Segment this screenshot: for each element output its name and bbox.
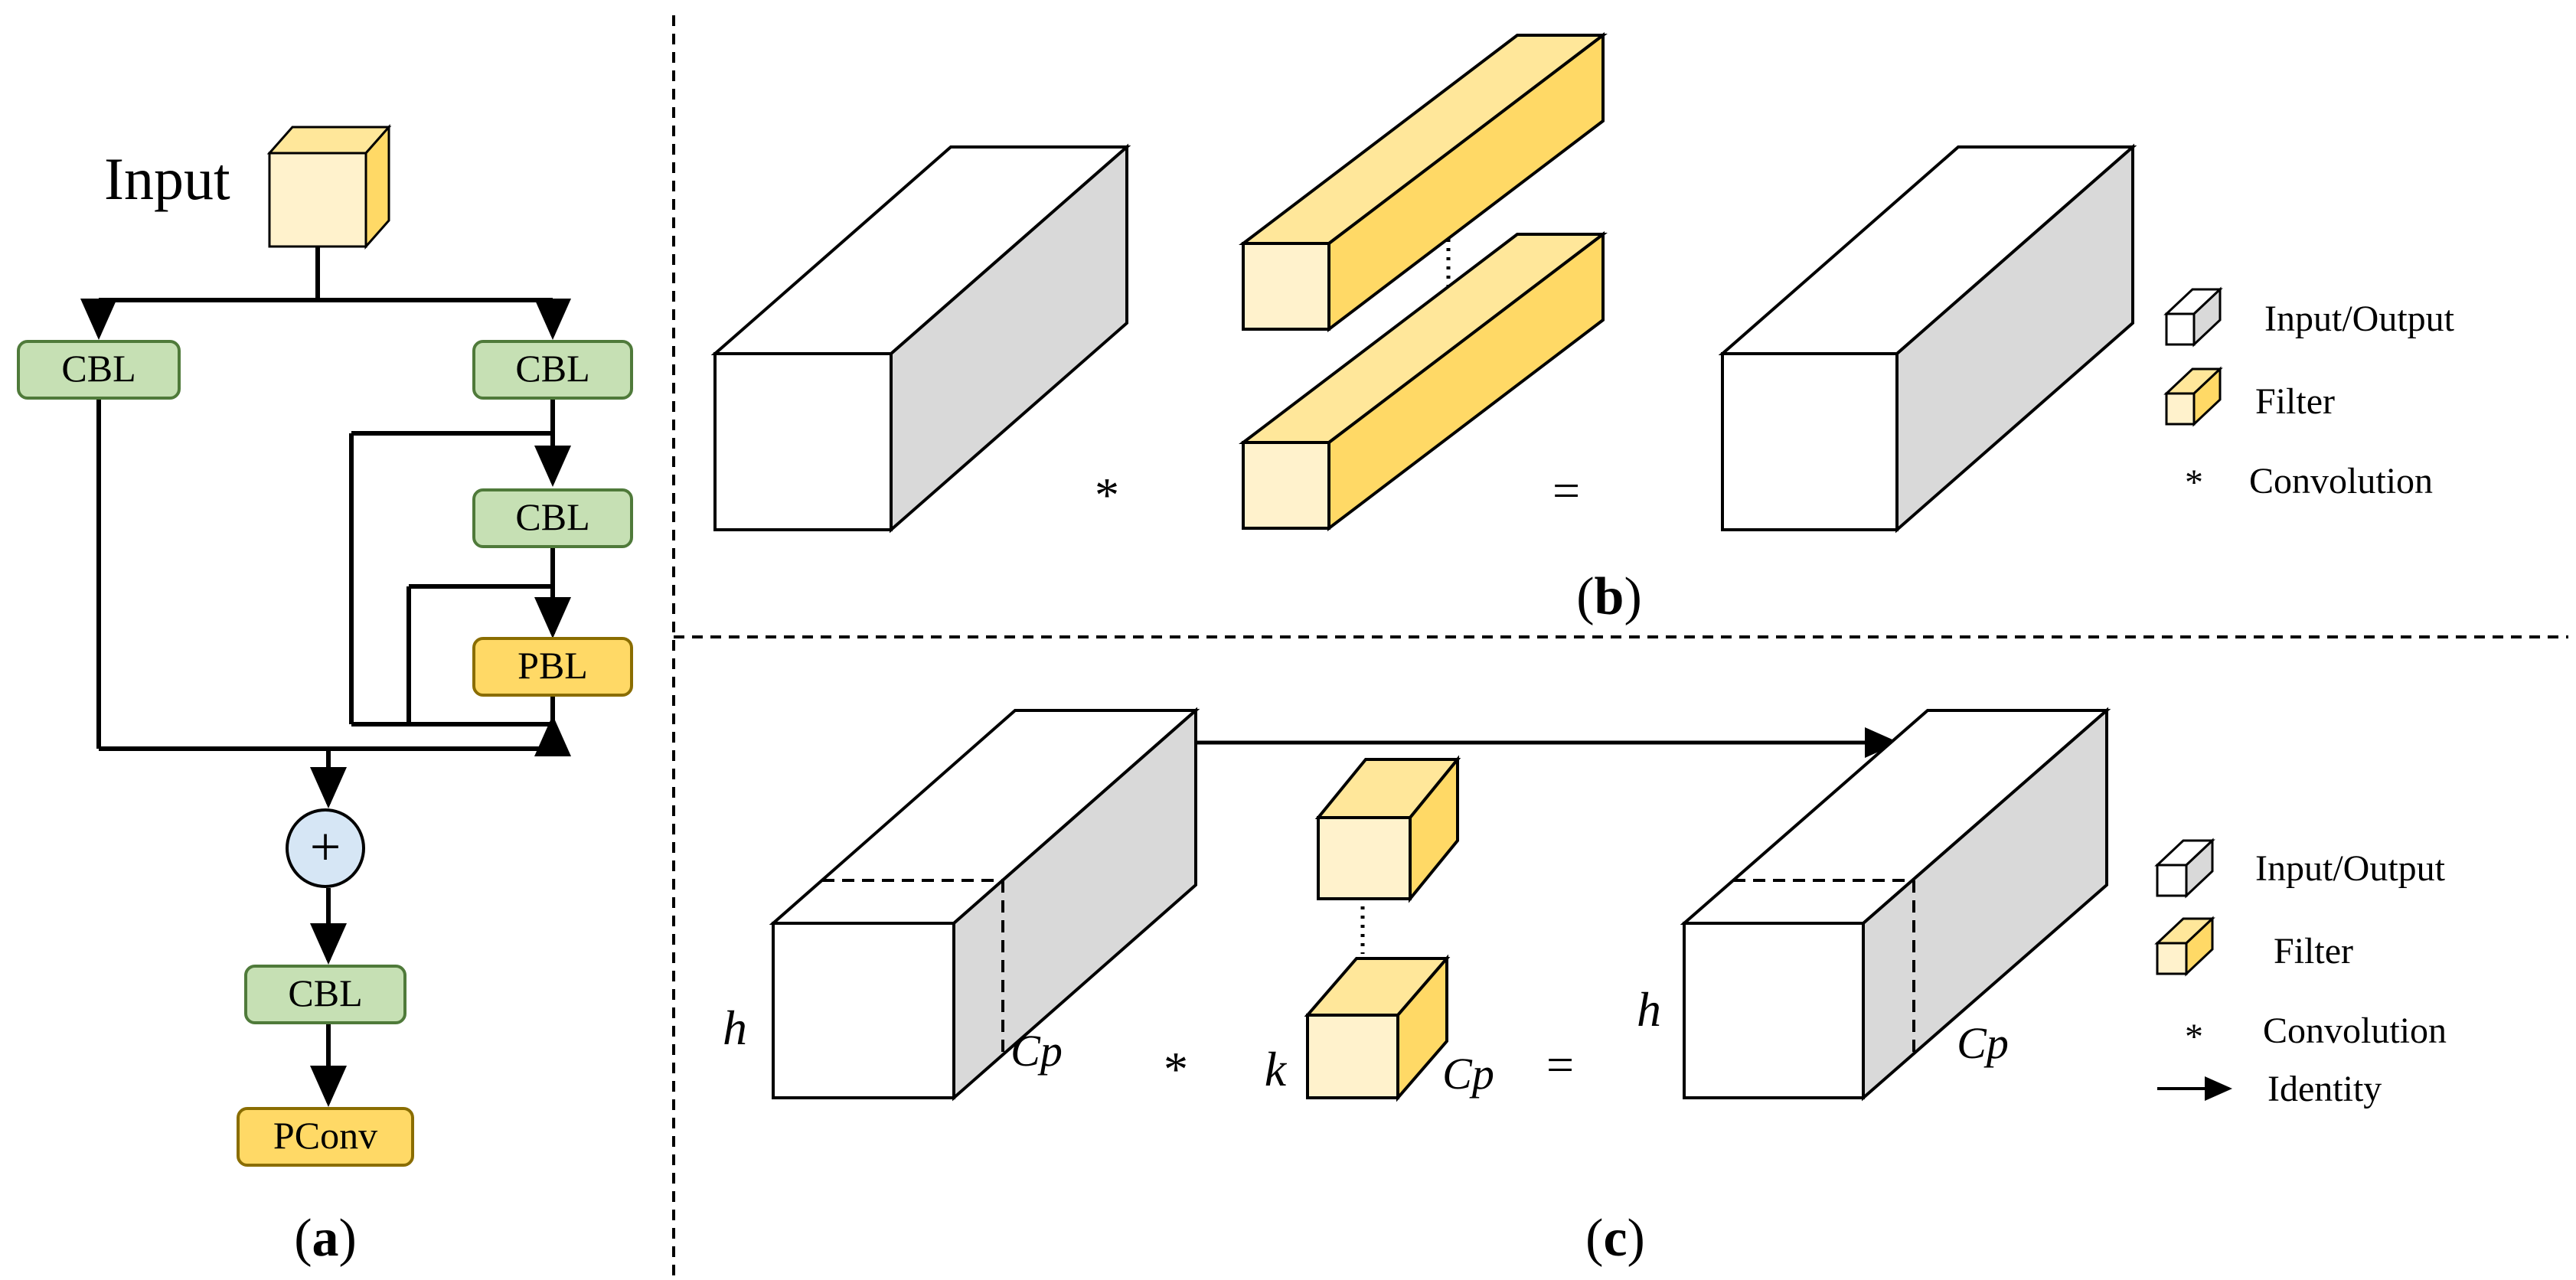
b-legend-io-icon xyxy=(2163,286,2223,348)
c-legend-io-label: Input/Output xyxy=(2255,848,2446,889)
cbl-right-top-label: CBL xyxy=(515,347,589,390)
b-legend: Input/Output Filter * Convolution xyxy=(2163,286,2455,503)
c-filter-cube-top xyxy=(1314,755,1461,903)
b-equals-symbol: = xyxy=(1552,463,1580,518)
c-k-label: k xyxy=(1265,1042,1288,1096)
panel-a: Input xyxy=(17,124,633,1268)
c-h-left: h xyxy=(723,1001,747,1055)
c-cp-left: Cp xyxy=(1010,1026,1063,1076)
c-input-partial-dashes xyxy=(822,879,1004,1056)
caption-a: (a) xyxy=(294,1209,357,1268)
pconv-node: PConv xyxy=(237,1107,414,1167)
input-cube xyxy=(266,124,392,250)
pbl-node: PBL xyxy=(472,637,633,697)
c-legend-identity-label: Identity xyxy=(2267,1069,2382,1109)
b-legend-conv-label: Convolution xyxy=(2249,461,2433,501)
cbl-left-label: CBL xyxy=(61,347,135,390)
cbl-left-node: CBL xyxy=(17,340,181,400)
caption-b-letter: b xyxy=(1595,567,1624,626)
c-legend: Input/Output Filter * Convolution Identi… xyxy=(2154,838,2447,1109)
c-legend-conv-label: Convolution xyxy=(2263,1011,2447,1051)
b-output-tensor xyxy=(1718,143,2137,534)
panel-c: h Cp * k Cp = h Cp xyxy=(723,707,2447,1268)
c-legend-conv-symbol: * xyxy=(2185,1017,2203,1057)
c-output-partial-dashes xyxy=(1733,879,1915,1056)
c-h-right: h xyxy=(1637,982,1661,1037)
b-legend-filter-label: Filter xyxy=(2255,381,2335,422)
add-node: + xyxy=(286,808,365,888)
cbl-bottom-node: CBL xyxy=(244,965,406,1024)
panel-b: * = Input/Output xyxy=(710,31,2455,626)
panel-a-connectors xyxy=(80,247,571,1107)
pbl-label: PBL xyxy=(517,644,588,687)
c-legend-io-icon xyxy=(2154,838,2215,899)
caption-b: (b) xyxy=(1576,567,1642,626)
b-convolution-symbol: * xyxy=(1095,468,1119,522)
cbl-right-mid-label: CBL xyxy=(515,495,589,538)
b-legend-filter-icon xyxy=(2163,366,2223,427)
c-legend-filter-icon xyxy=(2154,916,2215,977)
c-cp-right: Cp xyxy=(1957,1018,2009,1068)
b-filter-bottom xyxy=(1239,230,1608,532)
c-convolution-symbol: * xyxy=(1164,1042,1188,1096)
input-label: Input xyxy=(104,145,230,212)
add-symbol: + xyxy=(310,816,341,877)
caption-c-letter: c xyxy=(1603,1209,1627,1268)
c-filter-cube-bottom xyxy=(1304,954,1451,1102)
cbl-right-mid-node: CBL xyxy=(472,488,633,548)
b-input-tensor xyxy=(710,143,1131,534)
cbl-right-top-node: CBL xyxy=(472,340,633,400)
c-cp-filter: Cp xyxy=(1442,1049,1494,1099)
c-equals-symbol: = xyxy=(1546,1037,1574,1092)
b-legend-io-label: Input/Output xyxy=(2264,299,2455,339)
b-legend-conv-symbol: * xyxy=(2185,462,2203,503)
cbl-bottom-label: CBL xyxy=(288,971,362,1014)
c-legend-filter-label: Filter xyxy=(2274,931,2353,971)
caption-a-letter: a xyxy=(312,1209,339,1268)
c-output-tensor xyxy=(1680,707,2111,1102)
caption-c: (c) xyxy=(1585,1209,1645,1268)
pconv-label: PConv xyxy=(273,1114,377,1157)
c-input-tensor xyxy=(769,707,1200,1102)
b-filter-top xyxy=(1239,31,1608,333)
